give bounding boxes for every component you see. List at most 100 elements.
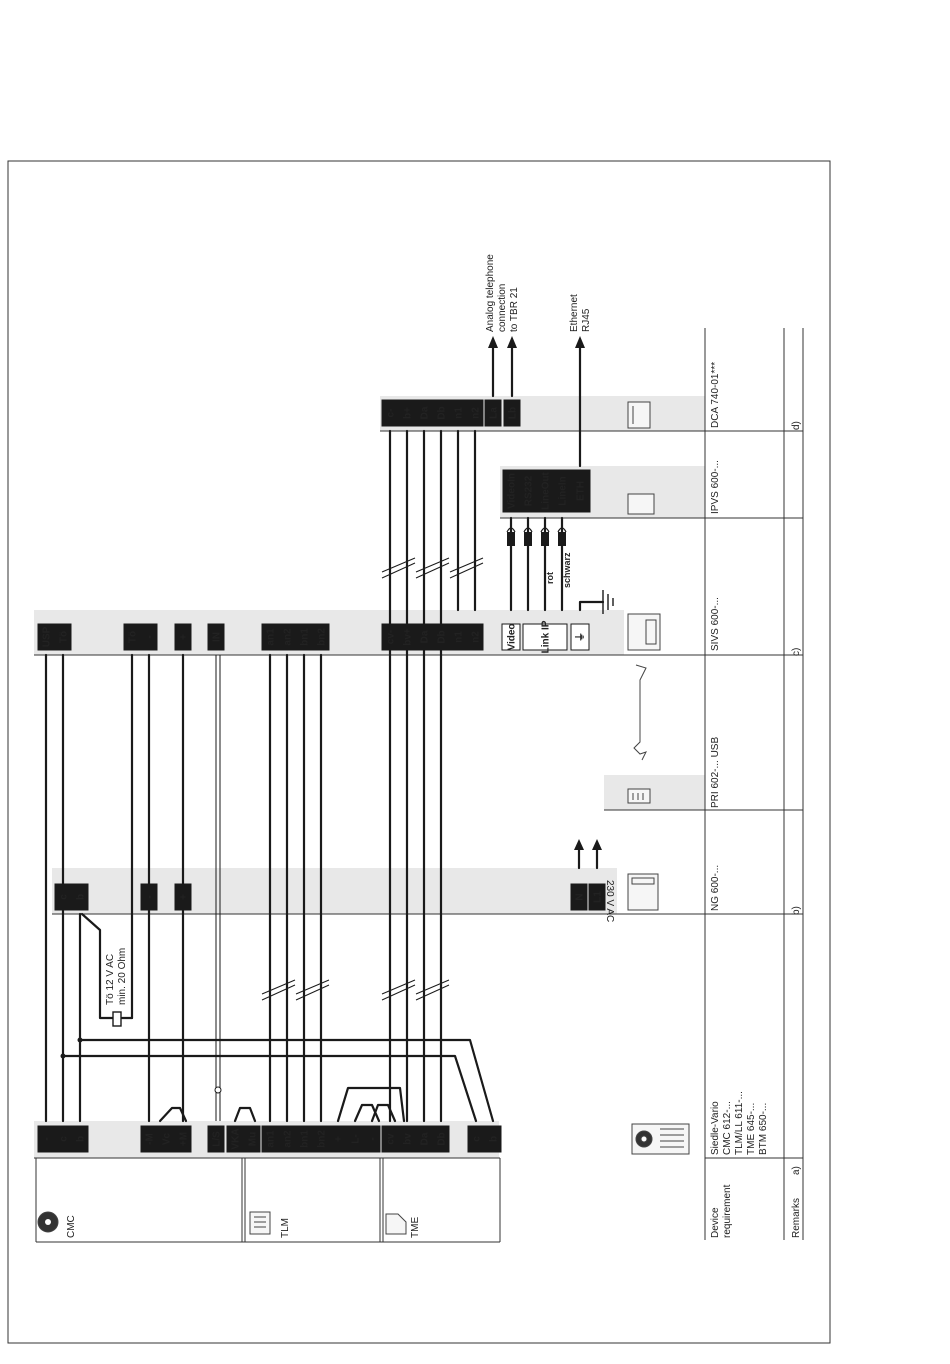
terminal-box	[415, 399, 433, 427]
terminal-ipvs-3: LineIn	[553, 469, 571, 513]
terminal-d-1: b+	[398, 399, 416, 427]
remarks-label: Remarks	[791, 1198, 802, 1238]
terminal-a-17: bv	[398, 1125, 416, 1153]
terminal-label: an2	[283, 1130, 294, 1148]
terminal-box	[329, 1125, 347, 1153]
terminal-box	[312, 623, 330, 651]
terminal-box	[174, 883, 192, 911]
terminal-label: n2	[471, 407, 482, 419]
terminal-box	[569, 469, 591, 513]
column-b-header: b)	[791, 906, 802, 915]
terminal-label: Da	[420, 1132, 431, 1145]
wire-loop-c	[61, 1054, 478, 1123]
device-a-line2: CMC 612-...	[722, 1101, 733, 1155]
terminal-label: +	[179, 894, 190, 900]
column-a-header: a)	[791, 1166, 802, 1175]
terminal-label: Vc	[162, 1132, 173, 1145]
resistor	[112, 1011, 122, 1027]
terminal-b-2: -	[140, 883, 158, 911]
terminal-box	[207, 1125, 225, 1153]
terminal-c-6: an1	[261, 623, 279, 651]
device-a-line1: Siedle-Vario	[710, 1101, 721, 1155]
terminal-a-7: VKA	[226, 1125, 244, 1153]
terminal-label: bn1	[300, 628, 311, 646]
terminal-box	[37, 623, 55, 651]
terminal-box	[432, 399, 450, 427]
terminal-ipvs-4: ETH	[569, 469, 591, 513]
terminal-box	[415, 1125, 433, 1153]
terminal-b-1: b	[71, 883, 89, 911]
wire-label-rot: rot	[545, 572, 555, 584]
terminal-label: an1	[266, 1130, 277, 1148]
terminal-label: IN	[212, 632, 223, 642]
wire-ls	[214, 655, 222, 1121]
bridge-plus	[336, 1086, 406, 1123]
terminal-box	[295, 623, 313, 651]
terminal-box	[415, 623, 433, 651]
terminal-box	[449, 623, 467, 651]
device-a-line3: TLM/LL 611-...	[734, 1091, 745, 1155]
rotated-labels: a) b) c) d) Siedle-Vario CMC 612-... TLM…	[66, 254, 802, 1238]
terminal-label: Db	[437, 406, 448, 419]
device-b: NG 600-...	[710, 865, 721, 911]
device-a-line4: TME 645-...	[746, 1103, 757, 1155]
terminal-label: LineOut	[541, 471, 552, 509]
terminal-label: an2	[283, 628, 294, 646]
terminal-label: +M	[179, 1132, 190, 1146]
terminal-c-9: bn2	[312, 623, 330, 651]
junction-dots	[60, 1037, 83, 1059]
terminal-label: ⏚	[575, 632, 587, 642]
terminal-label: cv-	[386, 630, 397, 644]
terminal-c-10: cv-	[381, 623, 399, 651]
video-connector-ends	[506, 527, 567, 533]
terminal-c-1: Tö	[54, 623, 72, 651]
terminal-label: VideoIn	[507, 473, 518, 509]
terminal-label: N	[575, 893, 586, 900]
terminal-a-6: L/S	[207, 1125, 225, 1153]
terminal-label: c-	[386, 409, 397, 418]
terminal-label: LineIn	[558, 476, 569, 505]
terminal-box	[346, 1125, 364, 1153]
terminal-box	[261, 1125, 279, 1153]
terminal-ipvs-0: VideoIn	[502, 469, 520, 513]
terminal-a-19: Db	[432, 1125, 450, 1153]
terminal-label: b	[76, 894, 87, 900]
page-frame	[7, 160, 831, 1344]
wire-resistor	[80, 912, 118, 1020]
usb-cable-icon	[633, 664, 647, 761]
terminal-label: +	[334, 1136, 345, 1142]
programmer-icon	[627, 788, 651, 804]
terminal-label: n2	[471, 631, 482, 643]
terminal-c-8: bn1	[295, 623, 313, 651]
device-ipvs: IPVS 600-...	[710, 460, 721, 514]
wire-ground	[578, 600, 605, 612]
terminal-label: -	[42, 1137, 53, 1140]
terminal-box	[278, 623, 296, 651]
terminal-label: Da	[420, 406, 431, 419]
terminal-a-18: Da	[415, 1125, 433, 1153]
terminal-box	[295, 1125, 313, 1153]
terminal-box	[261, 623, 279, 651]
terminal-a-5: +M	[174, 1125, 192, 1153]
terminal-b-3: +	[174, 883, 192, 911]
bridge-vc	[158, 1106, 188, 1123]
terminal-ipvs-2: LineOut	[536, 469, 554, 513]
terminal-box	[140, 883, 158, 911]
terminal-a-8: Mu	[243, 1125, 261, 1153]
terminal-box	[312, 1125, 330, 1153]
terminal-label: Tö	[128, 631, 139, 643]
terminal-label: b	[76, 1136, 87, 1142]
terminal-label: cv	[386, 1133, 397, 1145]
column-c-header: c)	[791, 648, 802, 656]
analog-label-1: Analog telephone	[485, 254, 496, 332]
terminal-label: USP	[42, 626, 53, 647]
terminal-box	[570, 623, 590, 651]
terminal-a-13: +	[329, 1125, 347, 1153]
terminal-label: L1	[593, 891, 604, 903]
terminal-a-21: b	[484, 1125, 502, 1153]
terminal-label: +	[179, 634, 190, 640]
terminal-label: Link IP	[541, 620, 552, 653]
terminal-label: c	[472, 1136, 483, 1142]
terminal-label: Db	[437, 630, 448, 643]
terminal-box	[484, 1125, 502, 1153]
